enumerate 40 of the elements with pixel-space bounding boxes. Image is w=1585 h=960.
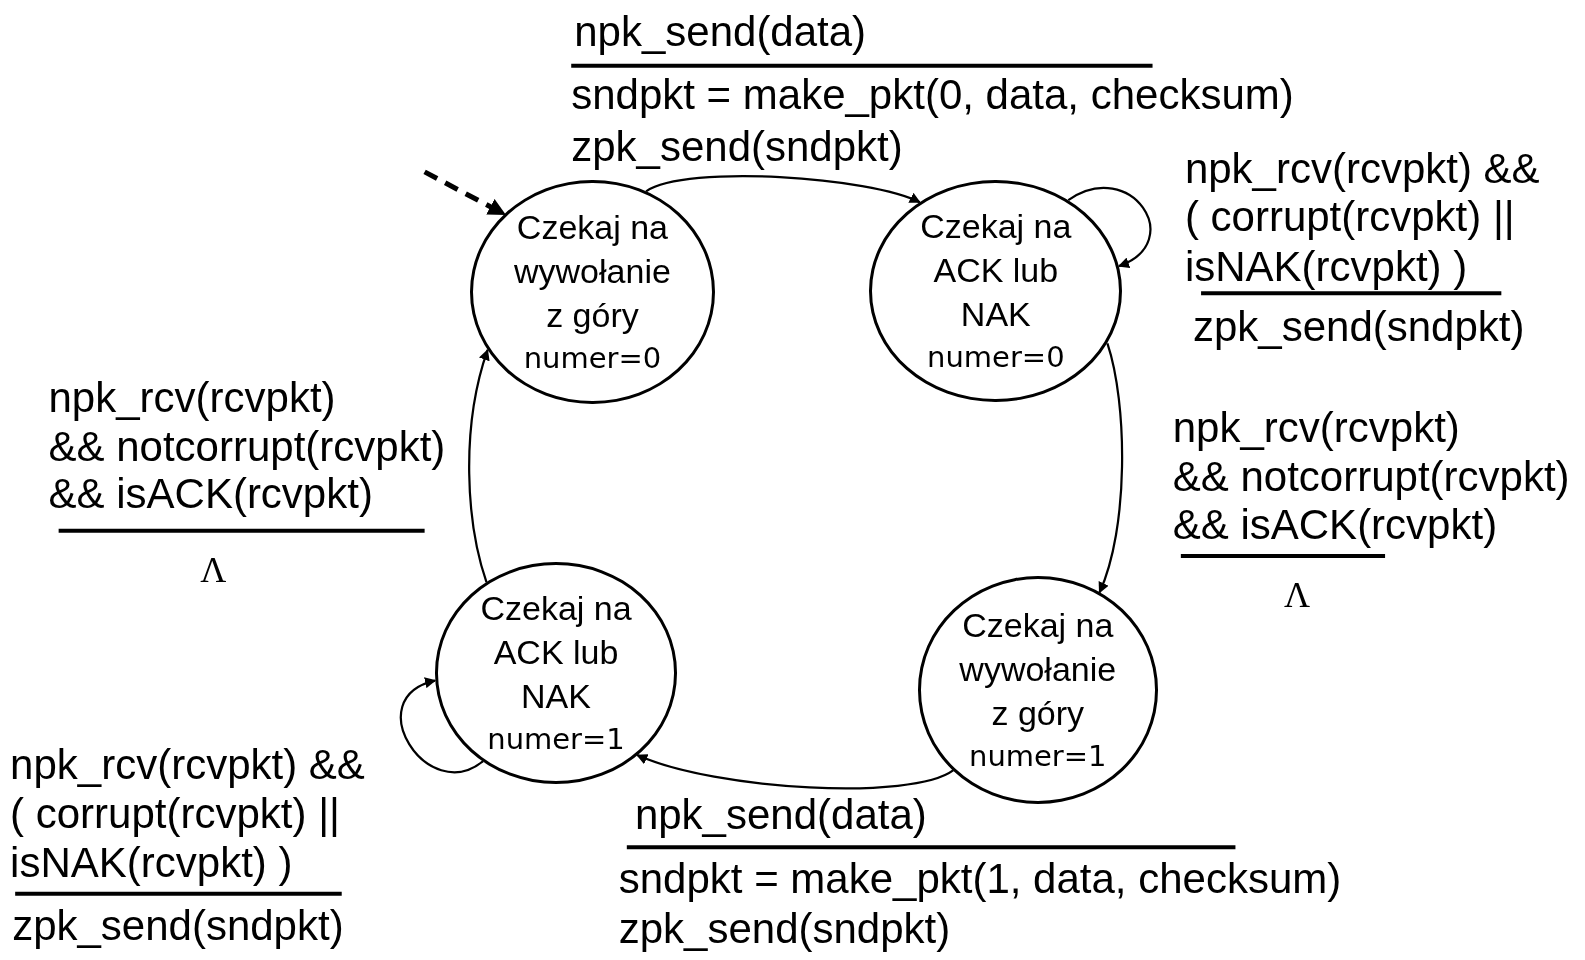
state-circle	[434, 562, 678, 784]
transition-label: && isACK(rcvpkt)	[48, 470, 373, 519]
transition-arrow	[645, 175, 921, 204]
transition-label: ( corrupt(rcvpkt) ||	[1184, 193, 1515, 242]
transition-label: isNAK(rcvpkt) )	[10, 839, 293, 888]
transition-label: zpk_send(sndpkt)	[618, 904, 951, 953]
state-circle	[470, 179, 715, 405]
transition-label: zpk_send(sndpkt)	[12, 901, 344, 950]
state-name: Czekaj na wywołanie z góry	[513, 207, 672, 337]
transition-label: && notcorrupt(rcvpkt)	[48, 422, 446, 471]
transition-label: npk_rcv(rcvpkt) &&	[1184, 144, 1540, 193]
state-number: numer=0	[523, 340, 662, 378]
state-name: Czekaj na ACK lub NAK	[479, 587, 633, 717]
self-loop-arrow	[1067, 187, 1152, 268]
transition-label: zpk_send(sndpkt)	[571, 123, 903, 172]
transition-label: isNAK(rcvpkt) )	[1184, 242, 1468, 291]
transition-arrow	[468, 348, 490, 583]
state-number: numer=1	[969, 738, 1107, 775]
empty-action-symbol: Λ	[200, 548, 227, 592]
state-name: Czekaj na wywołanie z góry	[958, 605, 1118, 734]
state-circle	[869, 179, 1123, 403]
state-name: Czekaj na ACK lub NAK	[919, 206, 1073, 336]
transition-label: sndpkt = make_pkt(1, data, checksum)	[618, 855, 1342, 904]
state-number: numer=1	[487, 720, 625, 758]
transition-label: sndpkt = make_pkt(0, data, checksum)	[571, 70, 1294, 119]
transition-label: zpk_send(sndpkt)	[1192, 303, 1525, 352]
self-loop-arrow	[399, 678, 484, 774]
transition-label: npk_rcv(rcvpkt)	[1172, 404, 1460, 453]
transition-label: ( corrupt(rcvpkt) ||	[10, 789, 340, 838]
state-number: numer=0	[927, 339, 1065, 377]
transition-label: && notcorrupt(rcvpkt)	[1172, 452, 1570, 501]
transition-label: && isACK(rcvpkt)	[1172, 501, 1498, 550]
empty-action-symbol: Λ	[1283, 574, 1311, 618]
transition-arrow	[636, 753, 954, 790]
transition-label: npk_rcv(rcvpkt) &&	[10, 741, 365, 790]
transition-label: npk_send(data)	[574, 8, 867, 57]
transition-label: npk_send(data)	[634, 790, 927, 839]
transition-label: npk_rcv(rcvpkt)	[48, 374, 336, 423]
initial-arrow	[423, 169, 506, 217]
transition-arrow	[1097, 343, 1124, 594]
